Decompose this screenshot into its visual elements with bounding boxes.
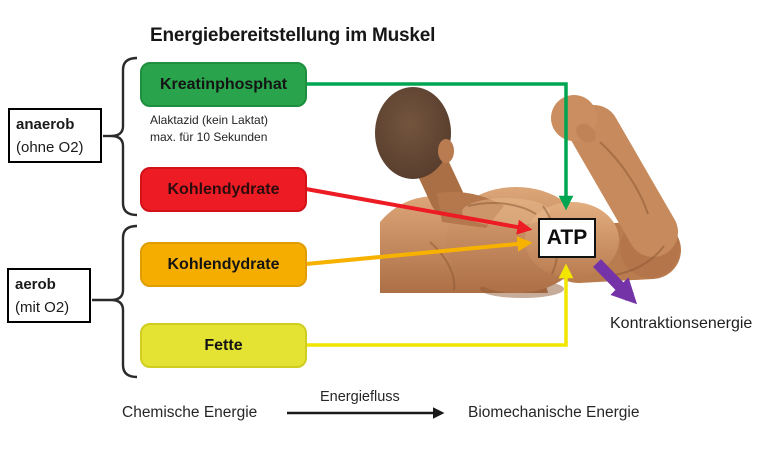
kontraktionsenergie-label: Kontraktionsenergie xyxy=(610,315,753,332)
box-fette: Fette xyxy=(140,323,307,368)
energiefluss-label: Energiefluss xyxy=(320,389,400,405)
aerob-brace-icon xyxy=(110,224,138,379)
kreatinphosphat-atp-arrow xyxy=(306,82,574,211)
kohlenhydrate-aerob-atp-arrow xyxy=(305,236,533,266)
kohlenhydrate-anaerob-atp-arrow xyxy=(305,187,533,235)
anaerob-brace-icon xyxy=(110,56,138,217)
note-alaktazid: Alaktazid (kein Laktat) max. für 10 Seku… xyxy=(150,112,268,147)
aerob-sublabel: (mit O2) xyxy=(15,298,70,316)
box-kohlenhydrate-anaerob: Kohlendydrate xyxy=(140,167,307,212)
anaerob-label: anaerob xyxy=(16,116,75,133)
group-label-anaerob: anaerob (ohne O2) xyxy=(8,108,102,163)
box-kohlenhydrate-aerob: Kohlendydrate xyxy=(140,242,307,287)
box-kreatinphosphat: Kreatinphosphat xyxy=(140,62,307,107)
biomechanische-energie-label: Biomechanische Energie xyxy=(468,404,640,421)
anaerob-sublabel: (ohne O2) xyxy=(16,138,84,156)
atp-box: ATP xyxy=(538,218,596,258)
group-label-aerob: aerob (mit O2) xyxy=(7,268,91,323)
note-line-1: Alaktazid (kein Laktat) xyxy=(150,113,269,127)
kontraktionsenergie-arrow xyxy=(593,259,638,305)
aerob-label: aerob xyxy=(15,276,56,293)
muscle-arm-photo xyxy=(375,87,681,298)
page-title: Energiebereitstellung im Muskel xyxy=(150,25,436,46)
note-line-2: max. für 10 Sekunden xyxy=(150,130,268,145)
fette-atp-arrow xyxy=(305,263,574,347)
chemische-energie-label: Chemische Energie xyxy=(122,404,258,421)
